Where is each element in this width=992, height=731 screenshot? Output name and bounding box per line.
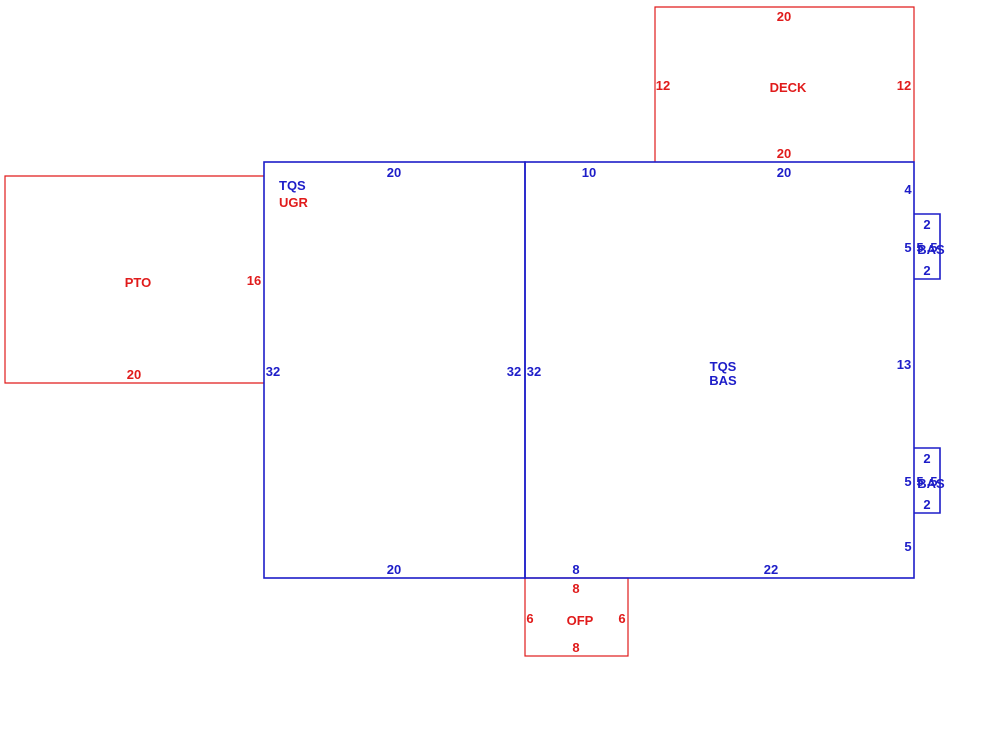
- right-section-dim-bottom-a: 8: [572, 562, 579, 577]
- ofp-dim-top: 8: [572, 581, 579, 596]
- ofp-dim-left: 6: [526, 611, 533, 626]
- left-section-dim-bottom: 20: [387, 562, 401, 577]
- left-section-dim-top: 20: [387, 165, 401, 180]
- left-section-dim-left: 32: [266, 364, 280, 379]
- right-section-code-1: TQS: [710, 359, 737, 374]
- bay-upper-dim-right: .5: [927, 240, 938, 255]
- deck-dim-right: 12: [897, 78, 911, 93]
- right-section-dim-right-2: 5: [904, 240, 911, 255]
- left-section-code-1: TQS: [279, 178, 306, 193]
- right-section-dim-right-3: 13: [897, 357, 911, 372]
- pto-dim-bottom: 20: [127, 367, 141, 382]
- pto-dim-right: 16: [247, 273, 261, 288]
- left-section-code-2: UGR: [279, 195, 309, 210]
- bay-lower: 2 2 5 .5 BAS: [914, 447, 945, 514]
- ofp-area: OFP 8 8 6 6: [524, 577, 629, 657]
- pto-outline: [4, 175, 264, 384]
- deck-label: DECK: [770, 80, 807, 95]
- right-section: TQS BAS 10 20 32 8 22 4 5 13 5 5: [524, 161, 915, 579]
- right-section-dim-right-5: 5: [904, 539, 911, 554]
- right-section-dim-right-4: 5: [904, 474, 911, 489]
- deck-outline: [654, 6, 915, 162]
- deck-dim-left: 12: [656, 78, 670, 93]
- bay-lower-dim-bottom: 2: [923, 497, 930, 512]
- right-section-dim-top-a: 10: [582, 165, 596, 180]
- ofp-dim-bottom: 8: [572, 640, 579, 655]
- deck-dim-bottom: 20: [777, 146, 791, 161]
- ofp-label: OFP: [567, 613, 594, 628]
- bay-lower-label: BAS: [917, 476, 945, 491]
- left-section-outline: [263, 161, 526, 579]
- bay-upper-label: BAS: [917, 242, 945, 257]
- bay-upper-dim-bottom: 2: [923, 263, 930, 278]
- right-section-dim-top-b: 20: [777, 165, 791, 180]
- bay-lower-dim-right: .5: [927, 474, 938, 489]
- deck-dim-top: 20: [777, 9, 791, 24]
- right-section-outline: [524, 161, 915, 579]
- left-section: TQS UGR 20 20 32 32: [263, 161, 526, 579]
- bay-upper: 2 2 5 .5 BAS: [914, 213, 945, 280]
- ofp-dim-right: 6: [618, 611, 625, 626]
- right-section-dim-right-1: 4: [904, 182, 912, 197]
- right-section-code-2: BAS: [709, 373, 737, 388]
- pto-label: PTO: [125, 275, 152, 290]
- left-section-dim-right: 32: [507, 364, 521, 379]
- pto-area: PTO 20 16: [4, 175, 264, 384]
- right-section-dim-left: 32: [527, 364, 541, 379]
- bay-lower-dim-left: 5: [916, 474, 923, 489]
- bay-lower-outline: [914, 447, 941, 514]
- bay-lower-dim-top: 2: [923, 451, 930, 466]
- bay-upper-dim-top: 2: [923, 217, 930, 232]
- bay-upper-dim-left: 5: [916, 240, 923, 255]
- bay-upper-outline: [914, 213, 941, 280]
- right-section-dim-bottom-b: 22: [764, 562, 778, 577]
- deck-area: DECK 20 20 12 12: [654, 6, 915, 162]
